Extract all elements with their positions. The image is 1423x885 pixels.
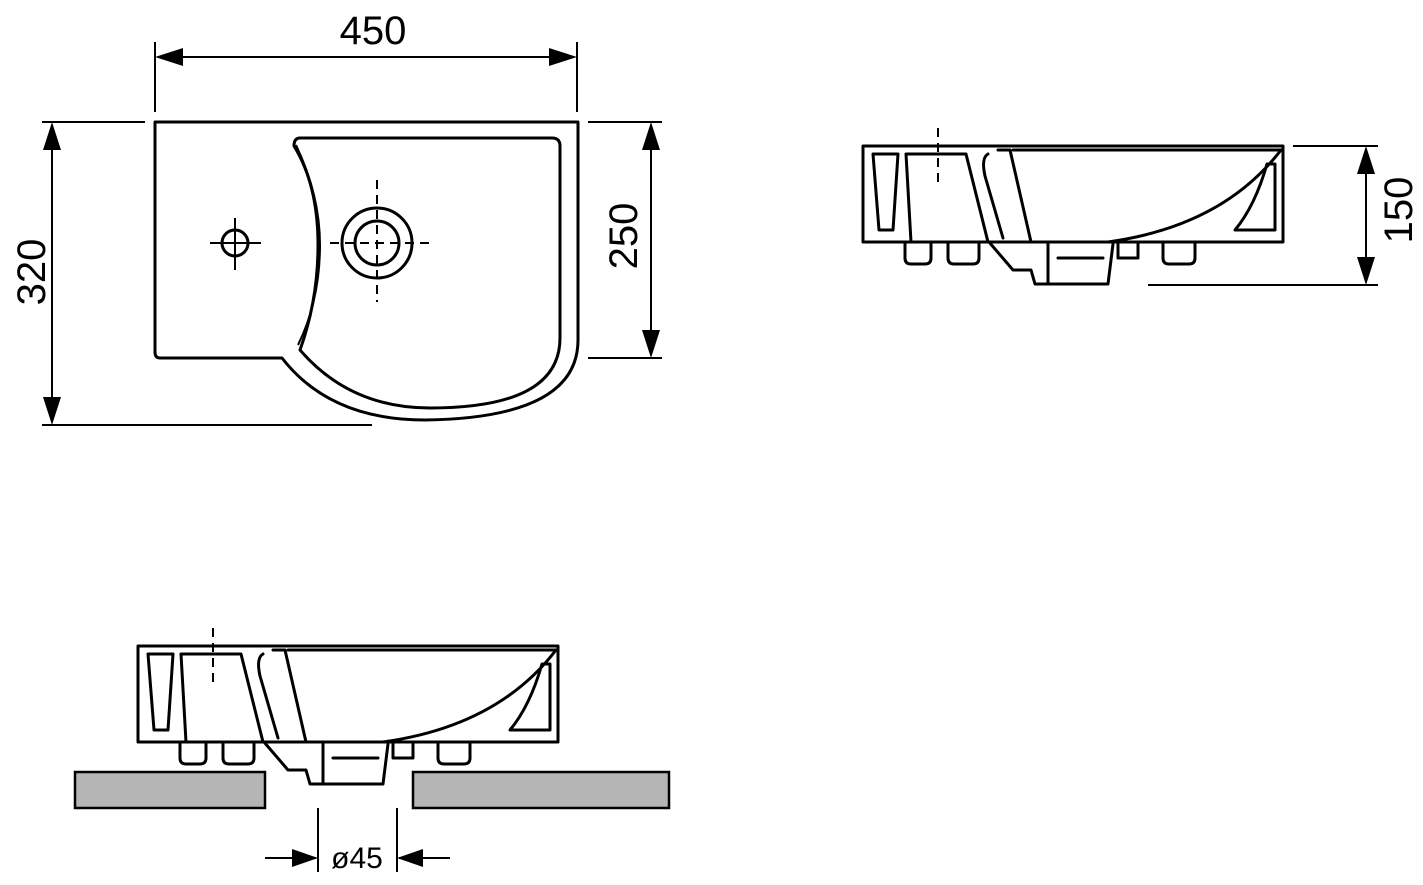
dimension-depth-label: 320 bbox=[10, 239, 54, 306]
dimension-depth bbox=[42, 121, 372, 426]
dimension-drain-diameter-label: ø45 bbox=[331, 842, 383, 875]
top-view-outline bbox=[153, 120, 580, 422]
drain-hole bbox=[330, 180, 432, 302]
dimension-width bbox=[154, 42, 578, 112]
dimension-width-label: 450 bbox=[340, 9, 407, 53]
dimension-bowl-depth bbox=[588, 121, 662, 359]
installed-section bbox=[136, 628, 560, 786]
top-view-bowl-edge bbox=[295, 144, 322, 346]
top-view bbox=[153, 120, 580, 422]
dimension-drain-diameter bbox=[265, 808, 450, 872]
dimension-height bbox=[1148, 145, 1378, 286]
top-view-bowl bbox=[292, 136, 562, 410]
countertop-left bbox=[73, 770, 267, 810]
dimension-bowl-depth-label: 250 bbox=[602, 203, 646, 270]
dimension-height-label: 150 bbox=[1377, 177, 1421, 244]
tap-hole bbox=[210, 218, 261, 270]
side-section bbox=[861, 128, 1285, 286]
countertop-right bbox=[411, 770, 671, 810]
